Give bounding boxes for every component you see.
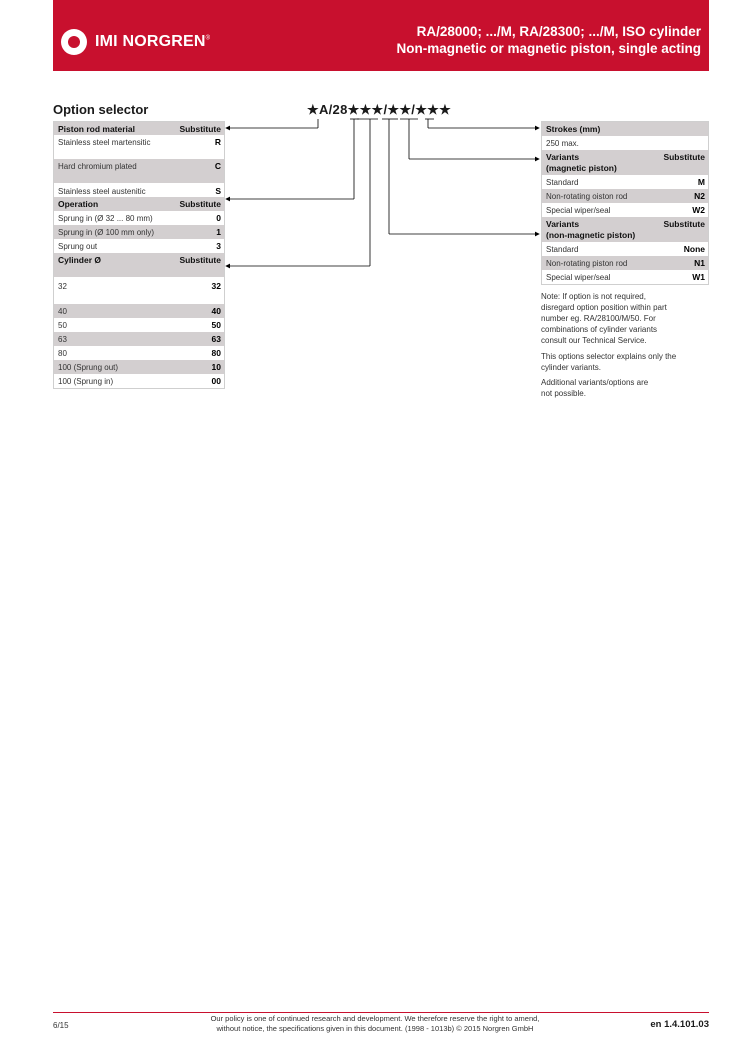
footer-policy: Our policy is one of continued research … xyxy=(210,1014,540,1033)
table-header: Variants(magnetic piston)Substitute xyxy=(542,150,708,175)
note-paragraph: Note: If option is not required, disrega… xyxy=(541,292,667,345)
note-paragraph: Additional variants/options are not poss… xyxy=(541,378,649,398)
table-row: 250 max. xyxy=(546,139,579,148)
page-number: 6/15 xyxy=(53,1021,69,1030)
imi-logo-icon xyxy=(61,29,87,55)
order-code: ★A/28★★★/★★/★★★ xyxy=(307,102,452,117)
title-line-2: Non-magnetic or magnetic piston, single … xyxy=(396,41,701,56)
table-row: 100 (Sprung in)00 xyxy=(58,376,221,386)
brand-name: IMI NORGREN xyxy=(95,33,206,50)
footer-divider xyxy=(53,1012,709,1013)
section-title: Option selector xyxy=(53,102,149,117)
note-paragraph: This options selector explains only the … xyxy=(541,352,677,372)
table-header: Variants(non-magnetic piston)Substitute xyxy=(542,217,708,242)
table-row: Sprung in (Ø 100 mm only)1 xyxy=(54,225,224,239)
document-title: RA/28000; .../M, RA/28300; .../M, ISO cy… xyxy=(396,23,701,57)
header-banner: IMI NORGREN® RA/28000; .../M, RA/28300; … xyxy=(53,0,709,71)
registered-mark: ® xyxy=(205,35,211,42)
table-header: Strokes (mm) xyxy=(542,122,708,136)
table-row: Sprung in (Ø 32 ... 80 mm)0 xyxy=(58,213,221,223)
table-row: 100 (Sprung out)10 xyxy=(54,360,224,374)
right-option-table: Strokes (mm) 250 max. Variants(magnetic … xyxy=(541,121,709,285)
brand-logo: IMI NORGREN® xyxy=(61,29,211,55)
title-line-1: RA/28000; .../M, RA/28300; .../M, ISO cy… xyxy=(416,24,701,39)
document-number: en 1.4.101.03 xyxy=(650,1019,709,1030)
